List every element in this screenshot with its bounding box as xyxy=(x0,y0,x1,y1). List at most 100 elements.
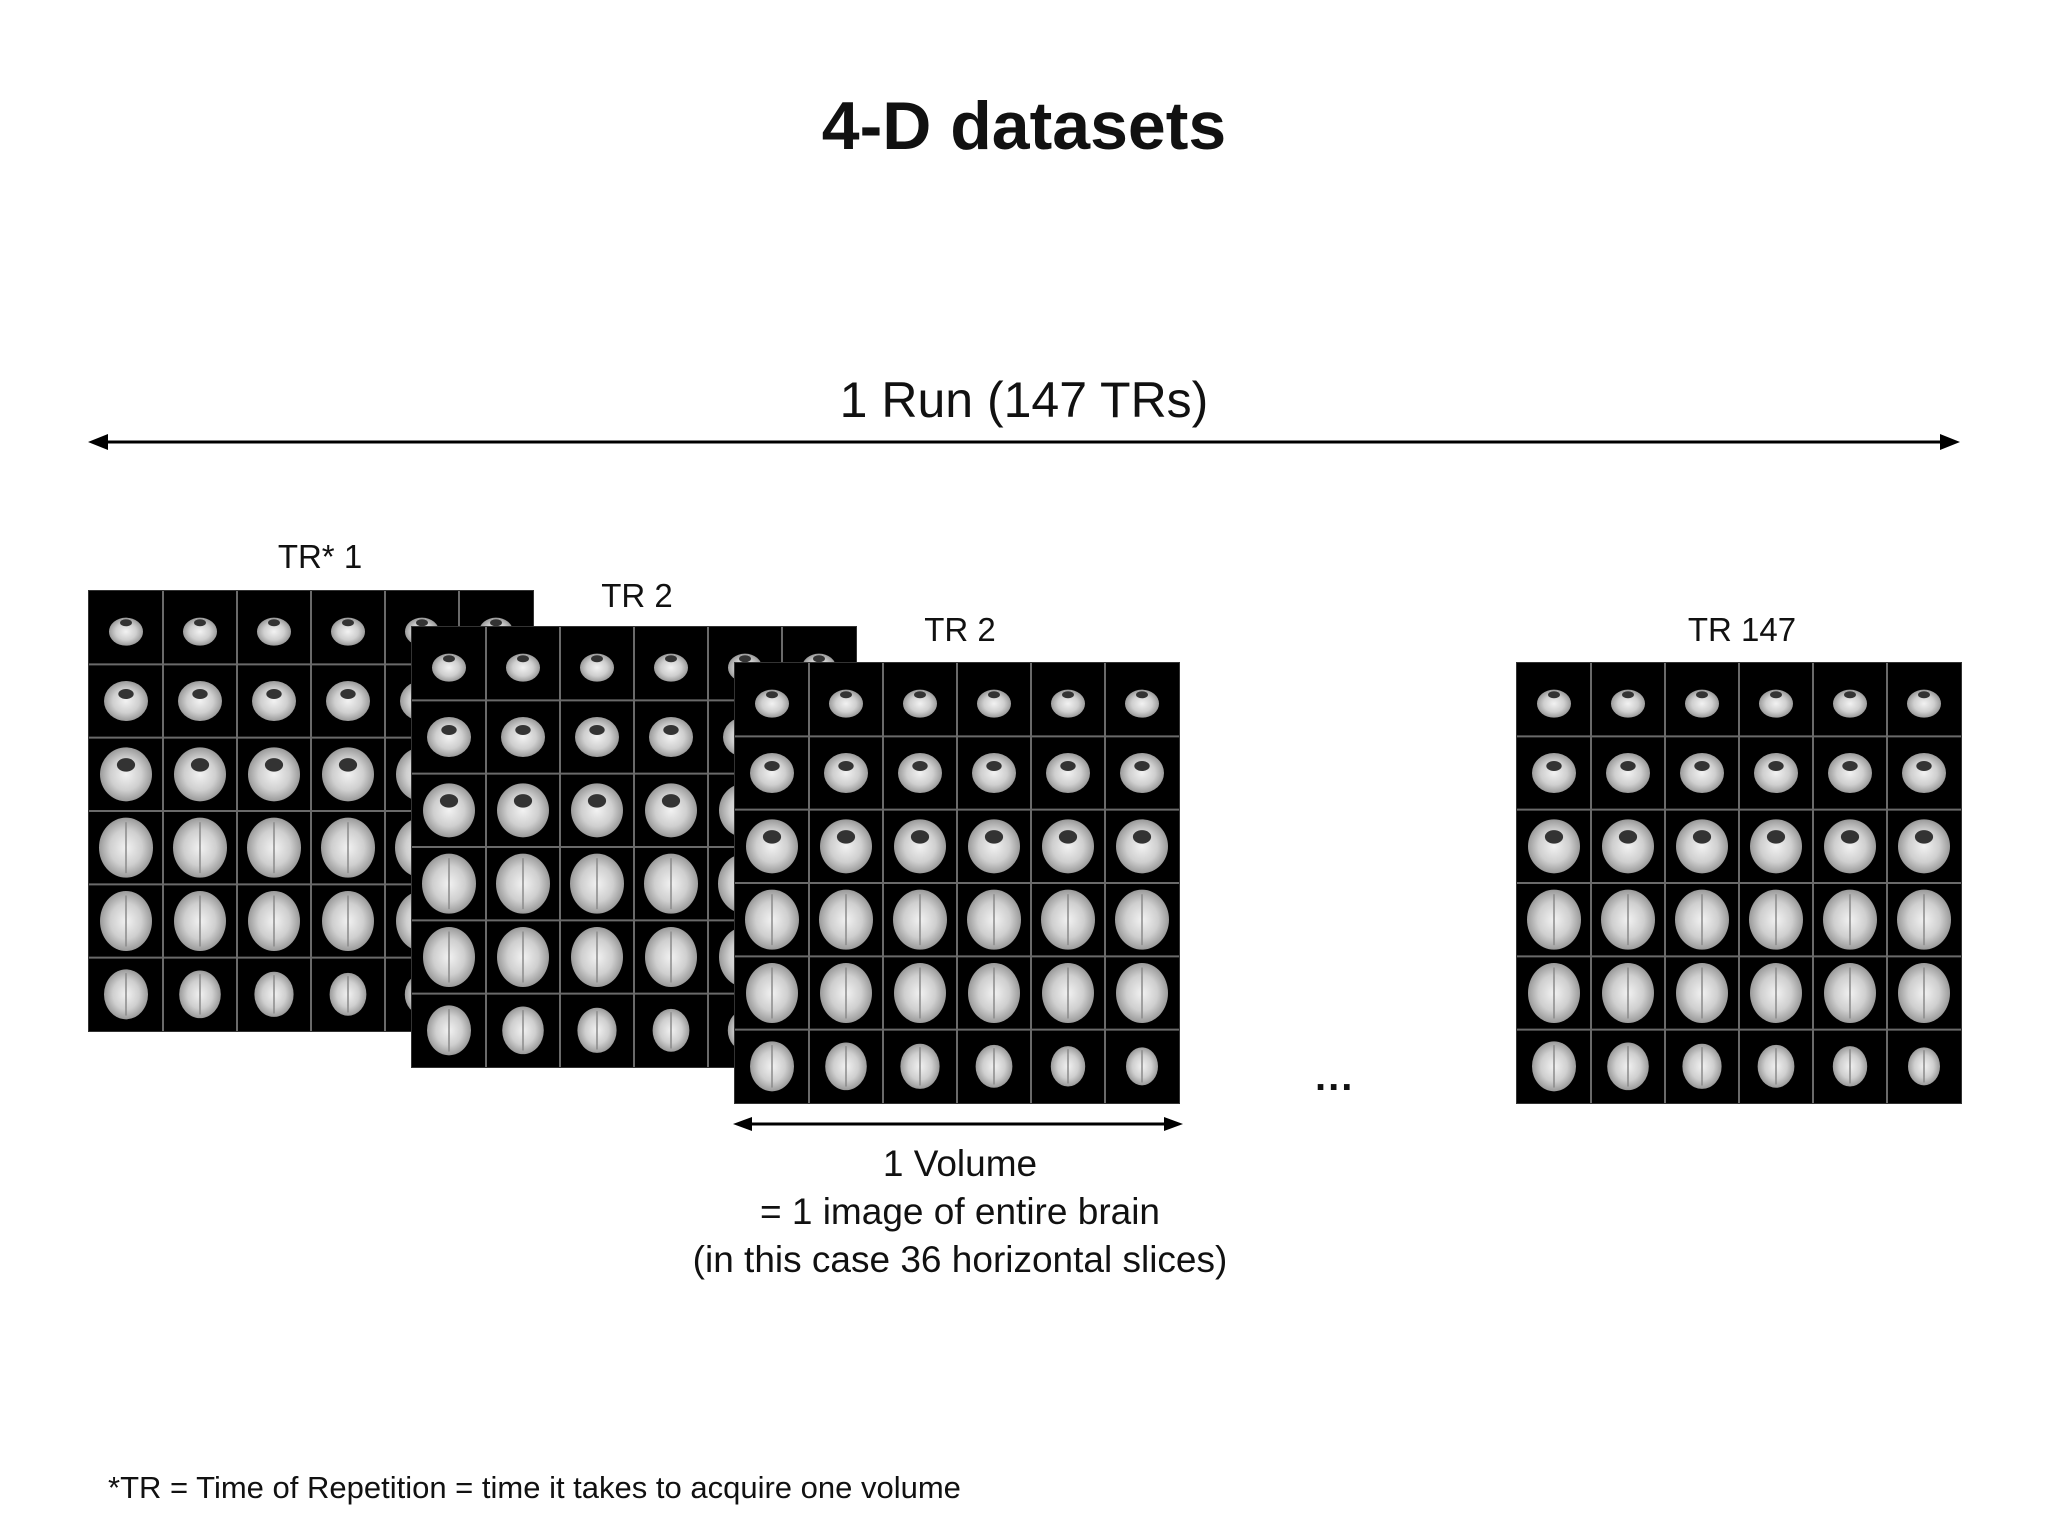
brain-slice xyxy=(1041,889,1095,950)
brain-slice xyxy=(1908,1047,1940,1086)
brain-slice xyxy=(99,817,153,878)
brain-slice xyxy=(502,1006,544,1055)
brain-slice xyxy=(1532,1041,1576,1092)
brain-slice xyxy=(977,689,1011,718)
brain-slice xyxy=(898,753,942,793)
brain-slice xyxy=(1528,819,1580,874)
brain-slice xyxy=(900,1043,940,1089)
brain-slice xyxy=(174,747,226,802)
volume-label-tr1: TR* 1 xyxy=(277,538,363,575)
volume-label-tr2a: TR 2 xyxy=(601,577,673,614)
run-label: 1 Run (147 TRs) xyxy=(839,372,1209,428)
brain-slice xyxy=(326,681,370,721)
brain-slice xyxy=(1685,689,1719,718)
slice-grid-svg xyxy=(1517,663,1961,1103)
brain-slice xyxy=(1824,819,1876,874)
brain-slice xyxy=(580,653,614,682)
brain-slice xyxy=(252,681,296,721)
brain-slice xyxy=(329,972,367,1016)
brain-slice xyxy=(644,853,698,914)
brain-slice xyxy=(571,783,623,838)
brain-slice xyxy=(1116,963,1168,1023)
brain-slice xyxy=(1116,819,1168,874)
brain-slice xyxy=(501,717,545,757)
brain-slice xyxy=(1601,889,1655,950)
brain-slice xyxy=(819,889,873,950)
brain-slice xyxy=(1907,689,1941,718)
brain-slice xyxy=(968,963,1020,1023)
brain-slice xyxy=(1126,1047,1158,1086)
brain-slice xyxy=(1606,753,1650,793)
volume-caption-line2: = 1 image of entire brain xyxy=(759,1191,1161,1232)
slice-grid-svg xyxy=(735,663,1179,1103)
brain-slice xyxy=(1676,819,1728,874)
brain-slice xyxy=(1537,689,1571,718)
brain-slice xyxy=(427,1005,471,1056)
brain-slice xyxy=(1046,753,1090,793)
ellipsis: ... xyxy=(1315,1055,1355,1099)
brain-slice xyxy=(100,891,152,951)
brain-slice xyxy=(1682,1043,1722,1089)
brain-slice xyxy=(975,1044,1013,1088)
brain-slice xyxy=(1757,1044,1795,1088)
brain-slice xyxy=(1528,963,1580,1023)
brain-slice xyxy=(422,853,476,914)
brain-slice xyxy=(104,969,148,1020)
brain-slice xyxy=(322,891,374,951)
brain-slice xyxy=(1902,753,1946,793)
brain-slice xyxy=(570,853,624,914)
brain-slice xyxy=(1750,963,1802,1023)
brain-slice xyxy=(497,927,549,987)
brain-slice xyxy=(1759,689,1793,718)
brain-slice xyxy=(1602,963,1654,1023)
brain-slice xyxy=(248,747,300,802)
brain-slice xyxy=(247,817,301,878)
brain-slice xyxy=(1754,753,1798,793)
brain-slice xyxy=(967,889,1021,950)
brain-slice xyxy=(104,681,148,721)
volume-grid-tr147 xyxy=(1516,662,1962,1104)
brain-slice xyxy=(1607,1042,1649,1091)
brain-slice xyxy=(577,1007,617,1053)
brain-slice xyxy=(1833,689,1867,718)
brain-slice xyxy=(1897,889,1951,950)
brain-slice xyxy=(1125,689,1159,718)
brain-slice xyxy=(750,753,794,793)
brain-slice xyxy=(893,889,947,950)
brain-slice xyxy=(1680,753,1724,793)
brain-slice xyxy=(575,717,619,757)
brain-slice xyxy=(824,753,868,793)
brain-slice xyxy=(496,853,550,914)
volume-label-tr147: TR 147 xyxy=(1687,611,1797,648)
brain-slice xyxy=(820,963,872,1023)
brain-slice xyxy=(1898,963,1950,1023)
brain-slice xyxy=(820,819,872,874)
brain-slice xyxy=(1676,963,1728,1023)
brain-slice xyxy=(746,819,798,874)
brain-slice xyxy=(1832,1046,1868,1087)
page-title: 4-D datasets xyxy=(821,88,1227,164)
brain-slice xyxy=(109,617,143,646)
volume-caption-line1: 1 Volume xyxy=(882,1143,1038,1184)
brain-slice xyxy=(321,817,375,878)
brain-slice xyxy=(1824,963,1876,1023)
brain-slice xyxy=(423,783,475,838)
brain-slice xyxy=(331,617,365,646)
brain-slice xyxy=(427,717,471,757)
run-arrow xyxy=(88,434,1960,450)
brain-slice xyxy=(1823,889,1877,950)
volume-label-tr2b: TR 2 xyxy=(924,611,996,648)
brain-slice xyxy=(1115,889,1169,950)
volume-grid-tr2b xyxy=(734,662,1180,1104)
brain-slice xyxy=(173,817,227,878)
brain-slice xyxy=(100,747,152,802)
brain-slice xyxy=(1527,889,1581,950)
brain-slice xyxy=(179,970,221,1019)
brain-slice xyxy=(745,889,799,950)
brain-slice xyxy=(506,653,540,682)
brain-slice xyxy=(423,927,475,987)
brain-slice xyxy=(254,971,294,1017)
brain-slice xyxy=(755,689,789,718)
brain-slice xyxy=(1050,1046,1086,1087)
